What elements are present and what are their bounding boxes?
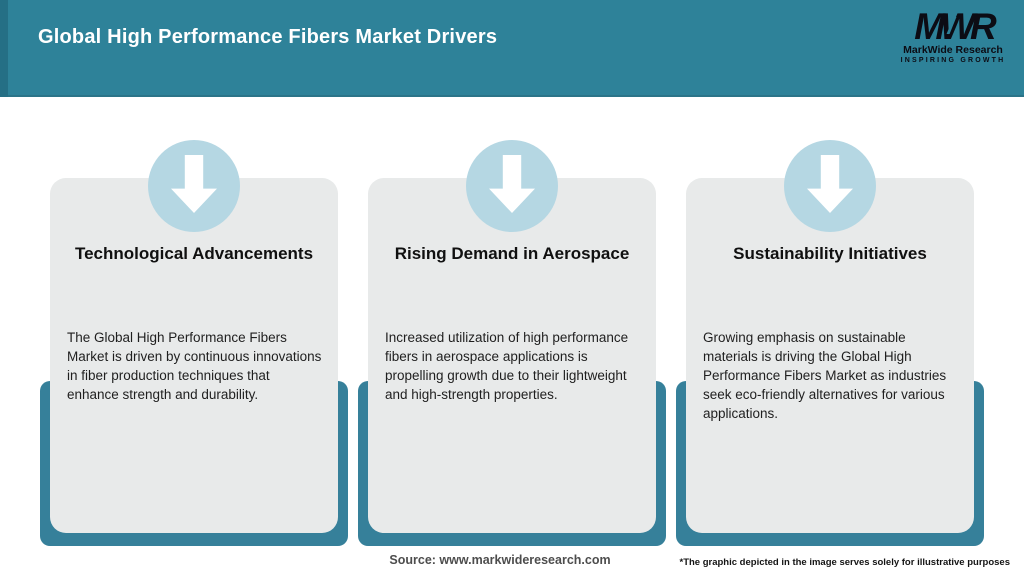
header-left-accent <box>0 0 8 97</box>
down-arrow-glyph <box>171 155 217 213</box>
source-text: Source: www.markwideresearch.com <box>389 553 611 567</box>
driver-card-technological-advancements: Technological Advancements The Global Hi… <box>50 178 338 533</box>
down-arrow-icon <box>148 140 240 232</box>
logo-acronym: MWR <box>914 6 996 47</box>
card-title: Sustainability Initiatives <box>733 244 927 263</box>
down-arrow-icon <box>784 140 876 232</box>
disclaimer-text: *The graphic depicted in the image serve… <box>679 557 1011 568</box>
card-title: Technological Advancements <box>74 244 314 263</box>
logo-name: MarkWide Research <box>903 43 1003 56</box>
page-title: Global High Performance Fibers Market Dr… <box>38 26 498 48</box>
header: Global High Performance Fibers Market Dr… <box>0 0 1024 97</box>
down-arrow-glyph <box>807 155 853 213</box>
card-title: Rising Demand in Aerospace <box>394 244 630 263</box>
driver-card-rising-demand-in-aerospace: Rising Demand in Aerospace Increased uti… <box>368 178 656 533</box>
driver-card-sustainability-initiatives: Sustainability Initiatives Growing empha… <box>686 178 974 533</box>
brand-logo: MWR MarkWide Research INSPIRING GROWTH <box>898 6 1008 64</box>
logo-monogram: MWR <box>914 6 996 47</box>
down-arrow-icon <box>466 140 558 232</box>
card-body: Increased utilization of high performanc… <box>385 330 629 402</box>
logo-tagline: INSPIRING GROWTH <box>900 56 1006 64</box>
card-body: The Global High Performance Fibers Marke… <box>67 330 322 402</box>
down-arrow-glyph <box>489 155 535 213</box>
card-body: Growing emphasis on sustainable material… <box>703 330 947 421</box>
